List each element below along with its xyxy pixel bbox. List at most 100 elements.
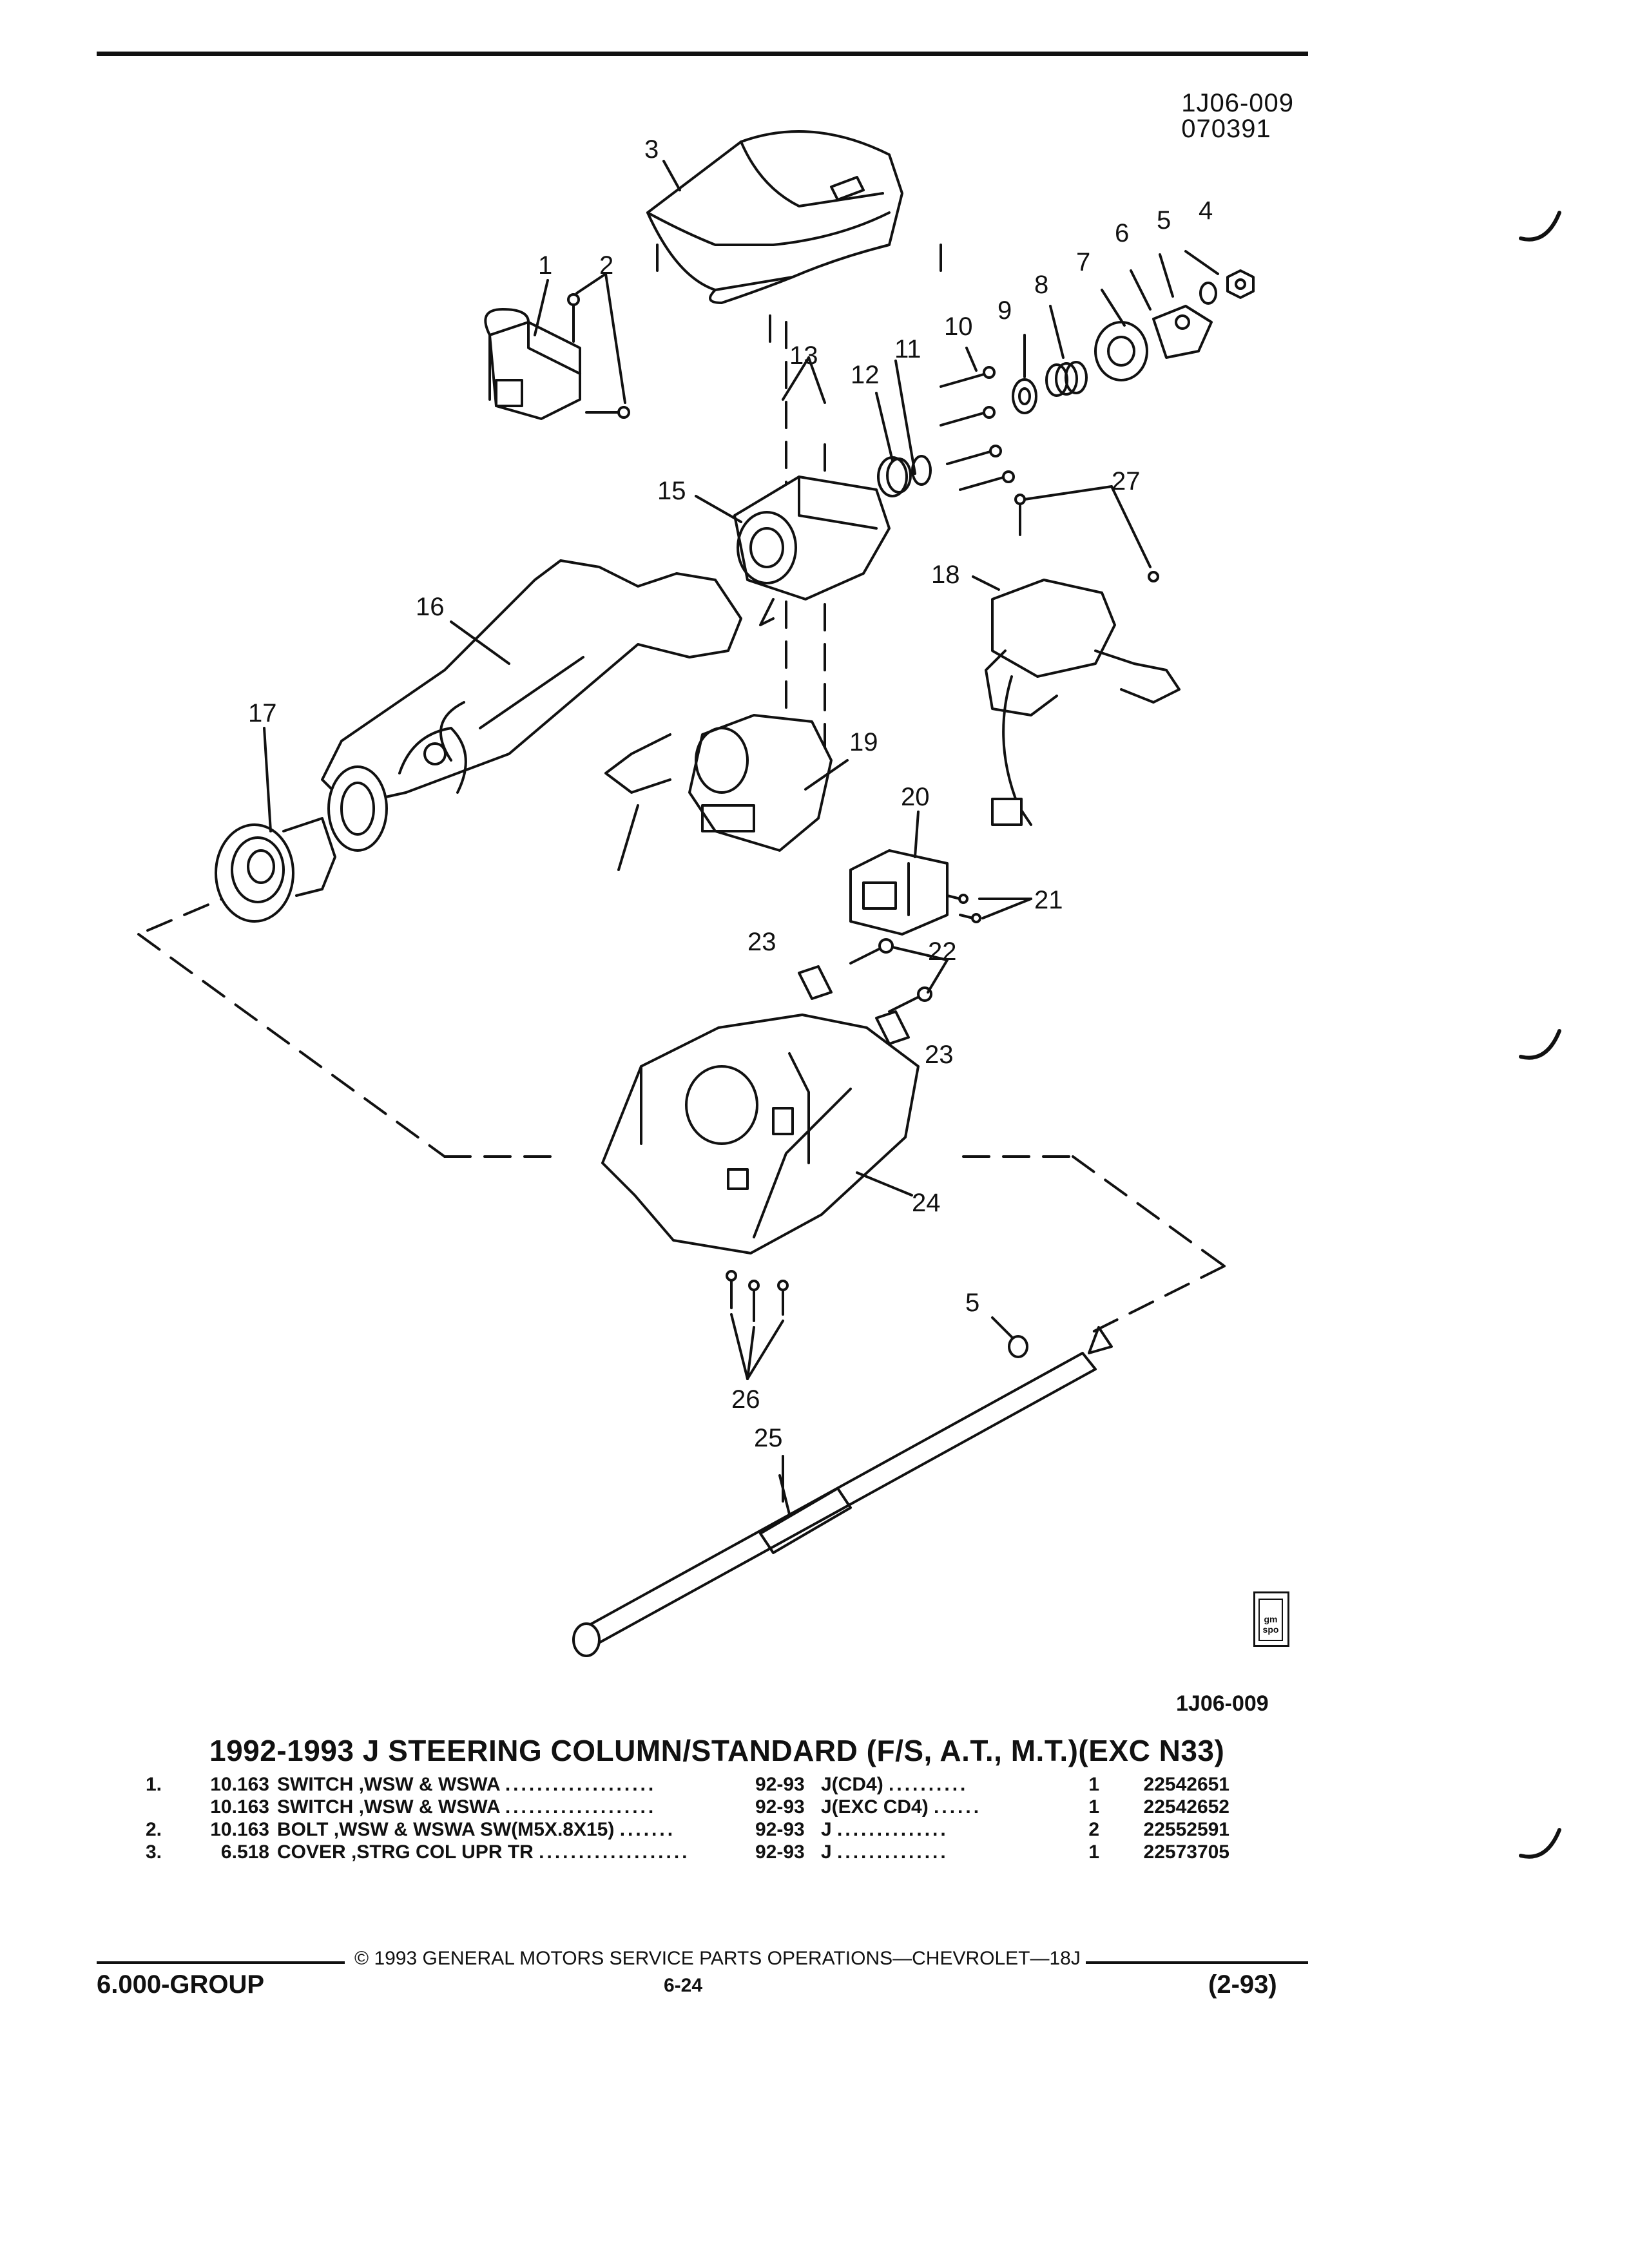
part-number: 22552591 [1143,1819,1229,1840]
item-number: 3. [146,1841,162,1863]
callout-9: 9 [998,296,1012,325]
part-description: SWITCH ,WSW & WSWA ................... [277,1796,657,1818]
cam-part-7 [1094,321,1148,381]
callout-6: 6 [1115,219,1129,247]
callout-4: 4 [1199,197,1213,225]
callout-12: 12 [851,361,880,389]
models: J(EXC CD4) ...... [821,1796,982,1818]
table-row: 3. 6.518 COVER ,STRG COL UPR TR ........… [142,1841,1233,1863]
margin-mark-bottom [1519,1828,1561,1859]
part-number: 22573705 [1143,1841,1229,1863]
screws-part-10 [940,366,1015,491]
callout-5-lower: 5 [965,1289,979,1317]
callout-22: 22 [928,937,957,966]
callout-5: 5 [1157,206,1171,235]
callout-7: 7 [1076,248,1090,276]
drawing-code: 1J06-009 [1181,89,1294,117]
top-rule [97,52,1308,56]
footer-rule-right [1086,1961,1308,1964]
lock-housing-part-19 [604,714,833,871]
callout-3: 3 [644,135,659,164]
group-number: 6.518 [220,1841,269,1863]
quantity: 2 [1088,1819,1099,1840]
models: J .............. [821,1841,949,1863]
group-label: 6.000-GROUP [97,1970,265,1999]
gm-spo-logo-text: gm spo [1262,1614,1279,1635]
callout-21: 21 [1034,886,1063,914]
item-number [142,1796,195,1818]
clips-part-23 [798,965,910,1045]
callout-11: 11 [894,335,921,363]
quantity: 1 [1088,1841,1099,1863]
connector-part-20 [849,849,949,936]
drawing-date: 070391 [1181,115,1271,143]
leader-lines [263,160,1219,1503]
washer-part-9 [1012,378,1037,414]
table-row: 1. 10.163 SWITCH ,WSW & WSWA ...........… [142,1773,1233,1796]
callout-16: 16 [416,593,445,621]
part-description: BOLT ,WSW & WSWA SW(M5X.8X15) ....... [277,1819,676,1840]
edition-date: (2-93) [1208,1970,1277,1999]
part-number: 22542651 [1143,1774,1229,1795]
screws-part-26 [726,1270,789,1380]
jacket-part-16 [321,559,742,852]
quantity: 1 [1088,1774,1099,1795]
callout-23-right: 23 [925,1041,954,1069]
callout-20: 20 [901,783,930,811]
screws-part-27 [1014,485,1159,582]
ring-part-5-lower [991,1316,1028,1358]
callout-26: 26 [731,1385,760,1414]
section-title: 1992-1993 J STEERING COLUMN/STANDARD (F/… [209,1734,1225,1767]
bearing-part-17 [215,817,336,923]
callout-2: 2 [599,251,613,280]
callout-25: 25 [754,1424,783,1452]
callout-27: 27 [1112,467,1141,495]
bearing-part-12 [877,456,912,497]
copyright-notice: © 1993 GENERAL MOTORS SERVICE PARTS OPER… [354,1948,1081,1969]
callout-8: 8 [1034,271,1048,299]
retainer-part-11 [911,455,932,486]
screws-part-21 [946,894,1032,923]
callout-labels: 3 1 2 4 5 6 7 8 9 10 11 12 13 15 16 17 1… [248,135,1213,1452]
callout-10: 10 [944,312,973,341]
models: J .............. [821,1819,949,1840]
group-number: 10.163 [210,1774,269,1795]
upper-cover-part-3 [646,130,903,304]
callout-18: 18 [931,561,960,589]
item-number: 1. [146,1774,162,1795]
part-description: SWITCH ,WSW & WSWA ................... [277,1774,657,1795]
margin-marks [1519,211,1561,1060]
figure-id: 1J06-009 [1176,1691,1269,1716]
callout-23-top: 23 [747,928,776,956]
ring-part-5 [1199,282,1217,305]
page-number: 6-24 [664,1975,703,1996]
gm-spo-logo: gm spo [1253,1591,1289,1647]
plate-part-6 [1152,305,1213,359]
spring-part-8 [1045,361,1088,397]
callout-15: 15 [657,477,686,505]
part-description: COVER ,STRG COL UPR TR .................… [277,1841,690,1863]
parts-list-table: 1. 10.163 SWITCH ,WSW & WSWA ...........… [142,1773,1233,1863]
table-row: 2. 10.163 BOLT ,WSW & WSWA SW(M5X.8X15) … [142,1818,1233,1841]
group-number: 10.163 [210,1819,269,1840]
group-number: 10.163 [210,1796,269,1818]
footer-rule-left [97,1961,345,1964]
model-years: 92-93 [755,1796,805,1818]
lower-cover-part-24 [601,1014,920,1254]
callout-1: 1 [538,251,552,280]
shaft-part-25 [572,1326,1113,1657]
housing-part-15 [733,476,891,626]
switch-part-1 [484,308,581,420]
table-row: 10.163 SWITCH ,WSW & WSWA ..............… [142,1796,1233,1818]
callout-19: 19 [849,728,878,756]
exploded-parts-diagram: 3 1 2 4 5 6 7 8 9 10 11 12 13 15 16 17 1… [137,130,1561,1657]
model-years: 92-93 [755,1841,805,1863]
bolts-part-2 [567,273,630,419]
drawing-code-block: 1J06-009 070391 [1181,90,1294,142]
screws-part-22 [849,938,949,1013]
model-years: 92-93 [755,1774,805,1795]
signal-switch-part-18 [985,579,1181,826]
callout-13: 13 [789,341,818,370]
nut-part-4 [1226,269,1255,299]
part-number: 22542652 [1143,1796,1229,1818]
